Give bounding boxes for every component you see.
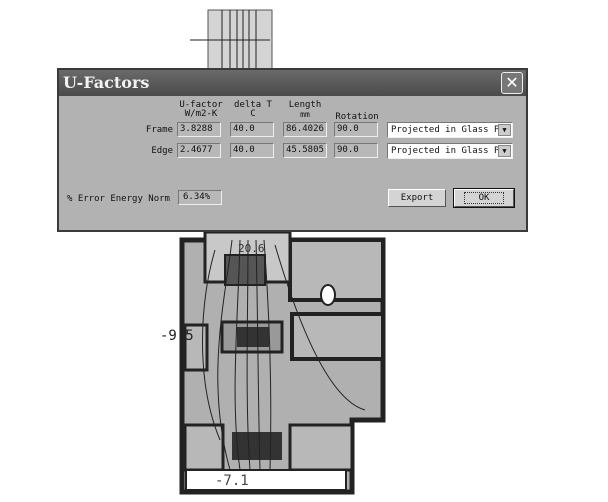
frame-projection-value: Projected in Glass P bbox=[391, 125, 500, 135]
edge-ufactor-field[interactable]: 2.4677 bbox=[177, 143, 221, 158]
error-energy-norm-label: % Error Energy Norm bbox=[67, 194, 170, 204]
close-icon: ✕ bbox=[505, 73, 519, 92]
frame-deltat-field[interactable]: 40.0 bbox=[230, 122, 274, 137]
temp-label-bottom: -7.1 bbox=[215, 473, 249, 489]
frame-rotation-field[interactable]: 90.0 bbox=[334, 122, 378, 137]
row-label-frame: Frame bbox=[145, 125, 173, 135]
edge-deltat-field[interactable]: 40.0 bbox=[230, 143, 274, 158]
header-length-line1: Length bbox=[288, 100, 322, 110]
temp-label-top: 20.6 bbox=[238, 242, 265, 255]
header-ufactor: U-factor W/m2-K bbox=[177, 101, 225, 119]
header-deltat-line1: delta T bbox=[234, 100, 272, 110]
frame-section bbox=[179, 230, 386, 495]
header-deltat: delta T C bbox=[231, 101, 275, 119]
dialog-title: U-Factors bbox=[63, 73, 150, 92]
close-button[interactable]: ✕ bbox=[501, 72, 523, 94]
header-length: Length mm bbox=[283, 100, 327, 120]
chevron-down-icon[interactable]: ▼ bbox=[498, 124, 511, 136]
ok-label: OK bbox=[463, 192, 505, 204]
edge-rotation-field[interactable]: 90.0 bbox=[334, 143, 378, 158]
header-ufactor-unit: W/m2-K bbox=[184, 109, 218, 119]
u-factors-dialog: U-Factors ✕ U-factor W/m2-K delta T C Le… bbox=[57, 68, 528, 232]
header-ufactor-line1: U-factor bbox=[179, 100, 223, 110]
edge-projection-select[interactable]: Projected in Glass P ▼ bbox=[387, 143, 513, 159]
error-energy-norm-field: 6.34% bbox=[178, 190, 222, 205]
edge-length-field[interactable]: 45.5805 bbox=[283, 143, 327, 158]
header-deltat-unit: C bbox=[250, 109, 256, 119]
temp-label-left: -9.5 bbox=[160, 328, 194, 344]
title-bar[interactable]: U-Factors ✕ bbox=[59, 70, 526, 96]
header-rotation: Rotation bbox=[335, 112, 379, 122]
header-length-unit: mm bbox=[300, 110, 310, 119]
ok-button[interactable]: OK bbox=[453, 188, 515, 208]
export-button[interactable]: Export bbox=[388, 189, 446, 207]
chevron-down-icon[interactable]: ▼ bbox=[498, 145, 511, 157]
frame-ufactor-field[interactable]: 3.8288 bbox=[177, 122, 221, 137]
edge-projection-value: Projected in Glass P bbox=[391, 146, 500, 156]
row-label-edge: Edge bbox=[151, 146, 173, 156]
frame-projection-select[interactable]: Projected in Glass P ▼ bbox=[387, 122, 513, 138]
top-strip bbox=[190, 9, 273, 71]
frame-length-field[interactable]: 86.4026 bbox=[283, 122, 327, 137]
